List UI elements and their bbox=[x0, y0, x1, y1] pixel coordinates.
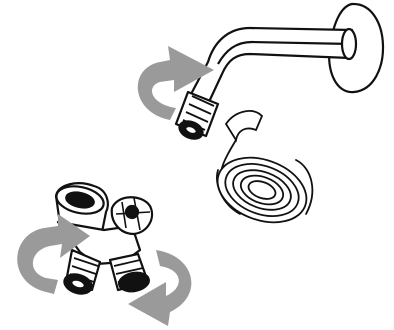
tape-strip bbox=[226, 111, 262, 140]
diverter-outlet-right bbox=[110, 254, 150, 293]
arm-collar bbox=[342, 29, 356, 59]
arm-thread bbox=[176, 92, 218, 142]
diverter-knob bbox=[112, 197, 152, 234]
arm-pipe bbox=[190, 28, 352, 104]
thread-seal-tape bbox=[209, 111, 316, 234]
